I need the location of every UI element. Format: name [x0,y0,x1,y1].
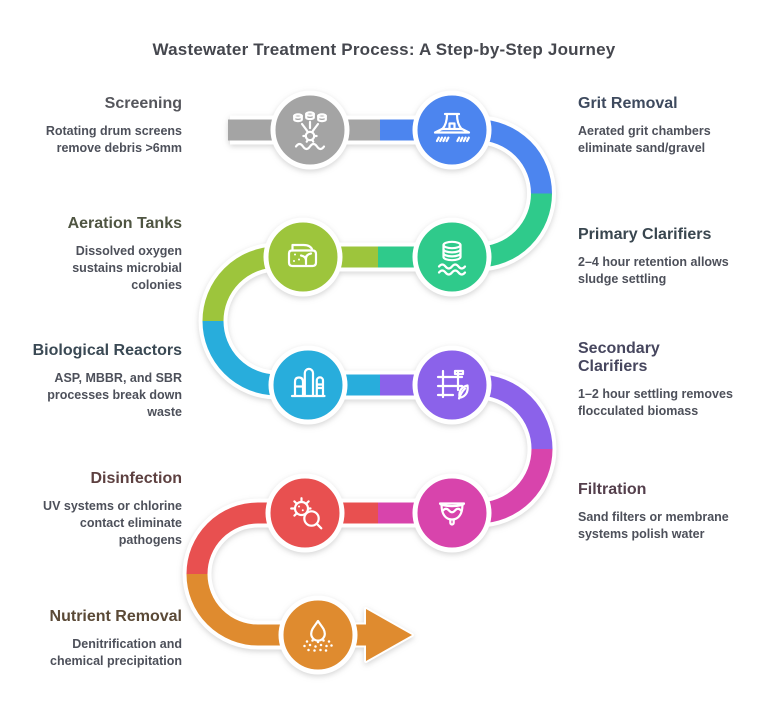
grit-chamber-icon [433,112,471,143]
step-label-aeration-tanks: Aeration Tanks Dissolved oxygen sustains… [12,215,182,293]
step-heading-biological-reactors: Biological Reactors [32,342,182,359]
step-description-grit-removal: Aerated grit chambers eliminate sand/gra… [578,124,711,155]
step-description-nutrient-removal: Denitrification and chemical precipitati… [50,637,182,668]
step-heading-secondary-clarifiers: Secondary Clarifiers [578,340,660,376]
filter-cup-icon [438,502,466,526]
flow-segment-disinfection [186,502,378,575]
step-label-biological-reactors: Biological Reactors ASP, MBBR, and SBR p… [12,342,182,420]
step-label-nutrient-removal: Nutrient Removal Denitrification and che… [12,608,182,670]
step-description-secondary-clarifiers: 1–2 hour settling removes flocculated bi… [578,387,733,419]
screening-drum-gear-icon [293,111,327,151]
step-label-secondary-clarifiers: Secondary Clarifiers 1–2 hour settling r… [578,340,764,420]
step-heading-disinfection: Disinfection [90,470,182,487]
droplet-spray-icon [303,619,333,652]
step-circle-biological-reactors [268,345,348,425]
step-description-filtration: Sand filters or membrane systems polish … [578,510,729,541]
step-circle-nutrient-removal [278,595,358,675]
flow-segment-nutrient-removal [186,573,342,646]
step-heading-nutrient-removal: Nutrient Removal [49,608,182,625]
step-label-screening: Screening Rotating drum screens remove d… [12,95,182,157]
step-heading-aeration-tanks: Aeration Tanks [67,215,182,232]
step-label-grit-removal: Grit Removal Aerated grit chambers elimi… [578,95,764,157]
reactor-towers-icon [290,367,326,398]
step-label-disinfection: Disinfection UV systems or chlorine cont… [12,470,182,548]
step-description-primary-clarifiers: 2–4 hour retention allows sludge settlin… [578,255,729,286]
clarifier-tank-icon [437,240,467,276]
step-heading-filtration: Filtration [578,481,647,498]
microbe-magnifier-icon [290,497,323,530]
step-circle-screening [270,90,350,170]
clarifier-leaf-icon [436,369,469,400]
step-heading-grit-removal: Grit Removal [578,95,678,112]
step-label-primary-clarifiers: Primary Clarifiers 2–4 hour retention al… [578,226,764,288]
step-description-disinfection: UV systems or chlorine contact eliminate… [43,499,182,547]
step-heading-primary-clarifiers: Primary Clarifiers [578,226,712,243]
step-label-filtration: Filtration Sand filters or membrane syst… [578,481,764,543]
step-heading-screening: Screening [104,95,182,112]
step-description-screening: Rotating drum screens remove debris >6mm [45,124,182,155]
page-title: Wastewater Treatment Process: A Step-by-… [152,40,616,59]
step-description-aeration-tanks: Dissolved oxygen sustains microbial colo… [72,244,182,292]
step-description-biological-reactors: ASP, MBBR, and SBR processes break down … [47,371,182,419]
aeration-tank-icon [287,243,318,268]
